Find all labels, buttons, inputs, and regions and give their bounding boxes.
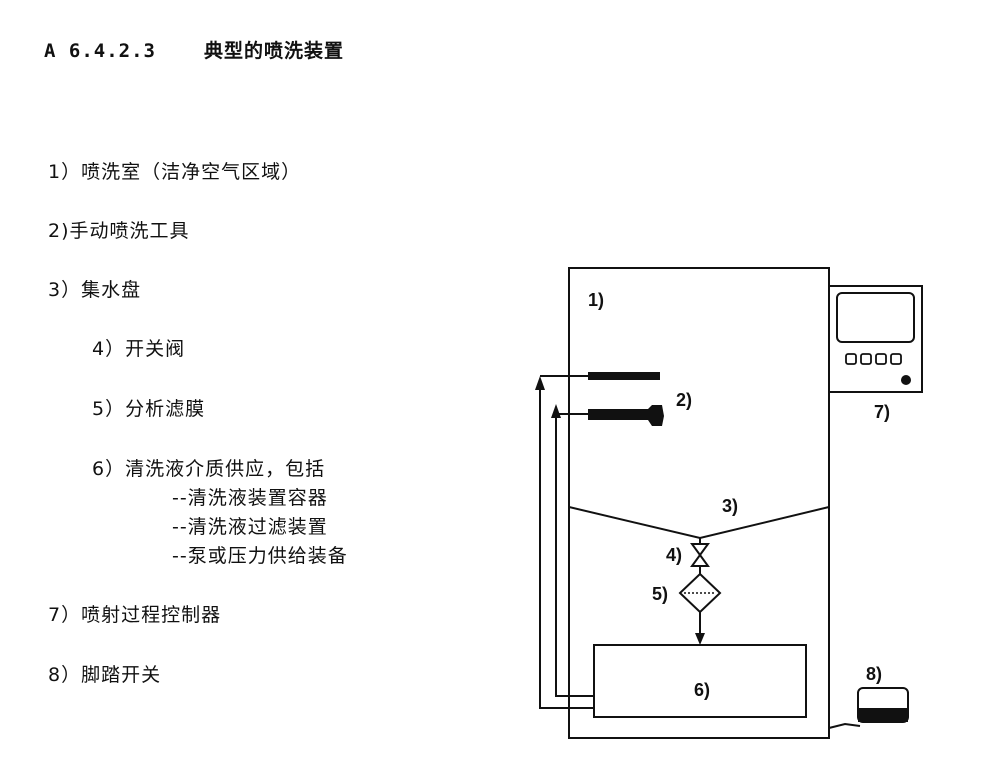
legend-item-8: 8）脚踏开关: [48, 664, 162, 686]
legend-item-6: 6）清洗液介质供应，包括: [92, 458, 326, 480]
spray-tool-lower: [588, 405, 664, 426]
diagram-label-5: 5): [652, 584, 668, 604]
section-heading: A 6.4.2.3 典型的喷洗装置: [44, 36, 344, 63]
controller-screen: [836, 292, 915, 343]
controller-button-2: [860, 353, 872, 365]
section-title: 典型的喷洗装置: [204, 40, 345, 62]
wash-chamber: [568, 267, 830, 739]
drip-tray: [568, 506, 830, 540]
diagram-label-4: 4): [666, 545, 682, 565]
diagram-label-2: 2): [676, 390, 692, 410]
legend-subitem-2: --清洗液过滤装置: [172, 516, 328, 538]
on-off-valve: [690, 543, 710, 567]
hose-outer: [539, 386, 594, 709]
legend-item-4: 4）开关阀: [92, 338, 186, 360]
process-controller: [828, 285, 923, 393]
diagram-label-8: 8): [866, 664, 882, 684]
legend-item-2: 2)手动喷洗工具: [48, 220, 190, 242]
hose-outer-arrow: [535, 376, 545, 390]
controller-indicator: [901, 375, 911, 385]
legend-item-5: 5）分析滤膜: [92, 398, 206, 420]
foot-switch-cable: [828, 722, 861, 729]
legend-item-7: 7）喷射过程控制器: [48, 604, 222, 626]
spray-tool-upper: [588, 372, 660, 380]
diagram-label-3: 3): [722, 496, 738, 516]
legend-subitem-3: --泵或压力供给装备: [172, 545, 348, 567]
legend-item-1: 1）喷洗室（洁净空气区域）: [48, 161, 302, 183]
controller-button-1: [845, 353, 857, 365]
hose-inner: [555, 412, 594, 697]
foot-switch-pedal: [858, 708, 908, 722]
section-number: A 6.4.2.3: [44, 40, 156, 62]
diagram-label-6: 6): [694, 680, 710, 700]
legend-subitem-1: --清洗液装置容器: [172, 487, 328, 509]
diagram-label-7: 7): [874, 402, 890, 422]
tank-inlet-arrow: [695, 633, 705, 645]
hose-inner-arrow: [551, 404, 561, 418]
legend-item-3: 3）集水盘: [48, 279, 142, 301]
controller-button-3: [875, 353, 887, 365]
controller-button-4: [890, 353, 902, 365]
diagram-label-1: 1): [588, 290, 604, 310]
